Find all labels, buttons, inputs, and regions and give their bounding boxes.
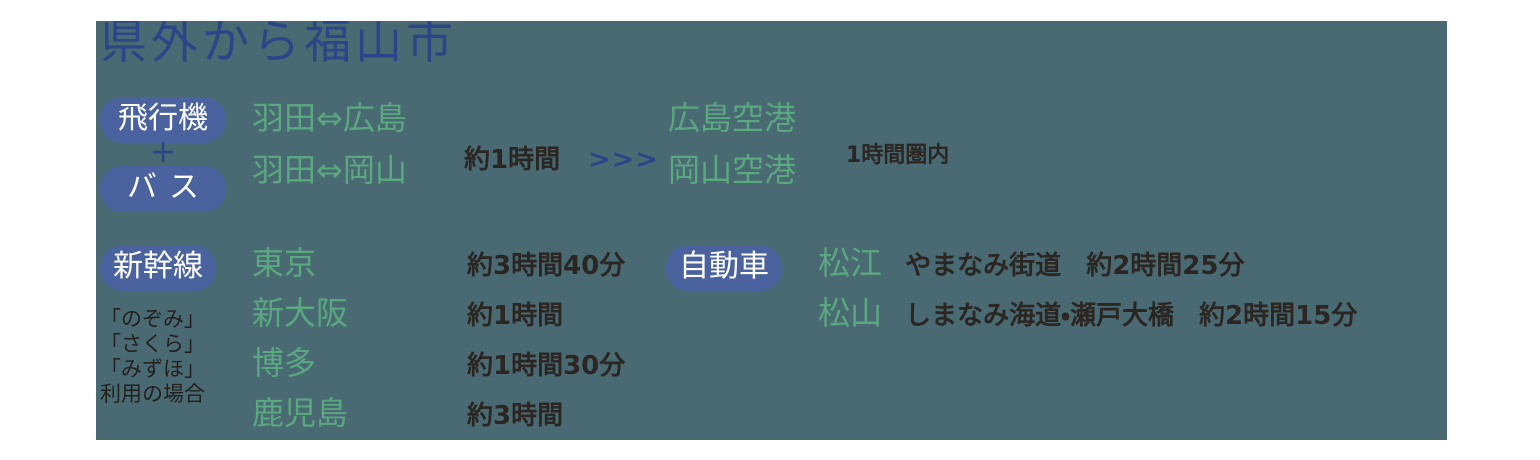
airplane-badge: 飛行機 bbox=[100, 97, 226, 143]
travel-duration: 約1時間30分 bbox=[467, 351, 626, 381]
origin-city: 松山 bbox=[818, 294, 883, 332]
travel-duration: 約3時間40分 bbox=[467, 251, 626, 281]
origin-city: 鹿児島 bbox=[252, 394, 349, 432]
origin-city: 東京 bbox=[252, 244, 317, 282]
car-route-name: やまなみ街道 bbox=[905, 251, 1062, 281]
travel-duration: 約1時間 bbox=[467, 301, 564, 331]
air-route-list: 羽田⇔広島 羽田⇔岡山 bbox=[252, 102, 407, 186]
origin-city: 新大阪 bbox=[252, 294, 349, 332]
car-badge: 自動車 bbox=[666, 245, 782, 291]
air-bus-section: 飛行機 ＋ バス 羽田⇔広島 羽田⇔岡山 約1時間 >>> 広島空港 岡山空港 … bbox=[100, 97, 1440, 212]
airport-range-label: 1時間圏内 bbox=[846, 143, 950, 168]
train-note-line: 「のぞみ」 bbox=[100, 307, 205, 331]
train-note-line: 「みずほ」 bbox=[100, 357, 205, 381]
train-note-line: 「さくら」 bbox=[100, 332, 205, 356]
access-info-panel: 県外から福山市 飛行機 ＋ バス 羽田⇔広島 羽田⇔岡山 約1時間 >>> 広島… bbox=[96, 21, 1447, 440]
bus-badge: バス bbox=[100, 166, 226, 212]
car-row: 松江 やまなみ街道 約2時間25分 bbox=[818, 247, 1357, 297]
train-note-line: 利用の場合 bbox=[100, 382, 205, 406]
airport-name: 岡山空港 bbox=[668, 151, 797, 189]
origin-city: 松江 bbox=[818, 244, 883, 282]
airport-name: 広島空港 bbox=[668, 99, 797, 137]
air-route: 羽田⇔岡山 bbox=[252, 151, 407, 189]
flight-duration: 約1時間 bbox=[464, 145, 561, 175]
car-route-name: しまなみ海道・瀬戸大橋 bbox=[905, 301, 1174, 331]
car-row: 松山 しまなみ海道・瀬戸大橋 約2時間15分 bbox=[818, 297, 1357, 347]
car-section: 自動車 松江 やまなみ街道 約2時間25分 松山 しまなみ海道・瀬戸大橋 約2時… bbox=[666, 245, 1447, 365]
shinkansen-section: 新幹線 「のぞみ」 「さくら」 「みずほ」 利用の場合 東京 約3時間40分 新… bbox=[100, 245, 660, 440]
air-route: 羽田⇔広島 bbox=[252, 99, 407, 137]
travel-duration: 約2時間15分 bbox=[1199, 301, 1358, 331]
origin-city: 博多 bbox=[252, 344, 317, 382]
shinkansen-train-note: 「のぞみ」 「さくら」 「みずほ」 利用の場合 bbox=[100, 307, 205, 407]
plus-sign: ＋ bbox=[149, 139, 176, 169]
shinkansen-badge: 新幹線 bbox=[100, 245, 216, 291]
travel-duration: 約3時間 bbox=[467, 401, 564, 431]
chevron-right-icon: >>> bbox=[588, 144, 659, 175]
travel-duration: 約2時間25分 bbox=[1086, 251, 1245, 281]
car-row-list: 松江 やまなみ街道 約2時間25分 松山 しまなみ海道・瀬戸大橋 約2時間15分 bbox=[818, 247, 1357, 347]
page-title: 県外から福山市 bbox=[100, 21, 457, 70]
airport-list: 広島空港 岡山空港 bbox=[668, 102, 796, 186]
